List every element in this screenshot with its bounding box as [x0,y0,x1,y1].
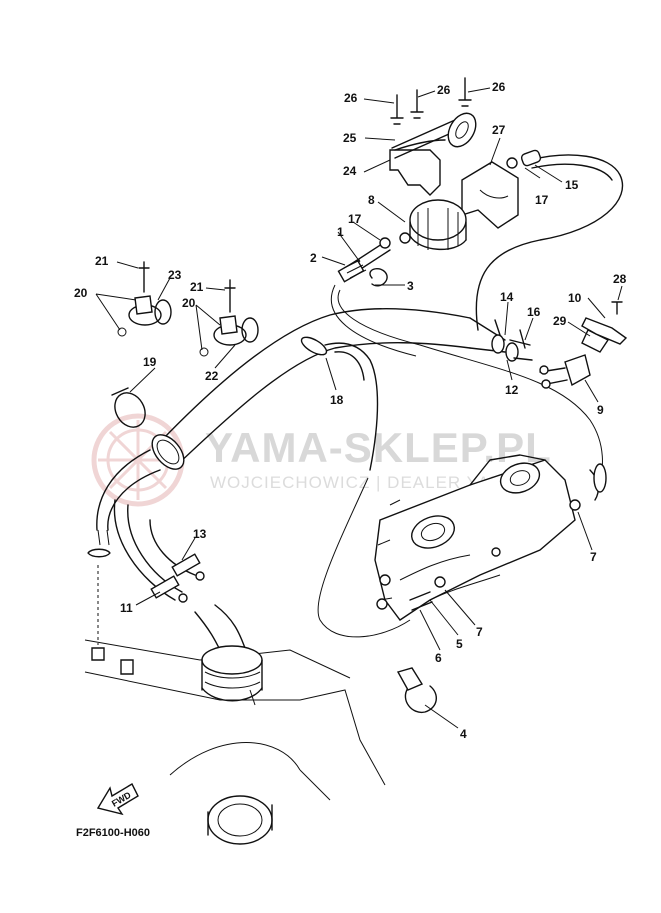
bracket-assembly [389,77,519,229]
fuel-filter [337,157,518,287]
vent-hose-15 [475,149,624,331]
callout-22: 22 [205,369,219,383]
callout-10: 10 [568,291,582,305]
callout-17b: 17 [535,193,549,207]
callout-13: 13 [193,527,207,541]
leader-lines [95,87,623,729]
filler-cap [207,795,273,845]
callout-26c: 26 [492,80,506,94]
watermark-subtitle: WOJCIECHOWICZ | DEALER YAMAHA [210,473,543,492]
callout-6: 6 [435,651,442,665]
callout-9: 9 [597,403,604,417]
callout-27: 27 [492,123,506,137]
callout-28: 28 [613,272,627,286]
callout-20b: 20 [182,296,196,310]
forward-arrow: FWD [96,783,139,816]
watermark: YAMA-SKLEP.PL WOJCIECHOWICZ | DEALER YAM… [91,413,552,507]
carburetor-block [374,454,607,621]
callout-7b: 7 [590,550,597,564]
callout-26b: 26 [437,83,451,97]
callout-7a: 7 [476,625,483,639]
callout-21a: 21 [95,254,109,268]
diagram-code: F2F6100-H060 [76,827,150,839]
callout-25: 25 [343,131,357,145]
callout-20a: 20 [74,286,88,300]
callout-21b: 21 [190,280,204,294]
callout-29: 29 [553,314,567,328]
callout-17a: 17 [348,212,362,226]
callout-23: 23 [168,268,182,282]
left-clamps [111,261,259,428]
callout-18: 18 [330,393,344,407]
watermark-title: YAMA-SKLEP.PL [205,424,552,471]
callout-26a: 26 [344,91,358,105]
callout-3: 3 [407,279,414,293]
callout-5: 5 [456,637,463,651]
callout-19: 19 [143,355,157,369]
callout-labels: 1 2 3 4 5 6 7 7 8 9 10 11 12 13 14 15 16… [74,80,627,741]
callout-8: 8 [368,193,375,207]
left-hoses [87,449,263,702]
callout-1: 1 [337,225,344,239]
callout-4: 4 [460,727,467,741]
callout-14: 14 [500,290,514,304]
callout-12: 12 [505,383,519,397]
callout-11: 11 [120,601,133,615]
clamp-4 [396,667,437,714]
callout-15: 15 [565,178,579,192]
callout-16: 16 [527,305,541,319]
main-breather-hose [151,308,471,471]
callout-2: 2 [310,251,317,265]
fuel-return-hose [317,284,603,638]
callout-24: 24 [343,164,357,178]
